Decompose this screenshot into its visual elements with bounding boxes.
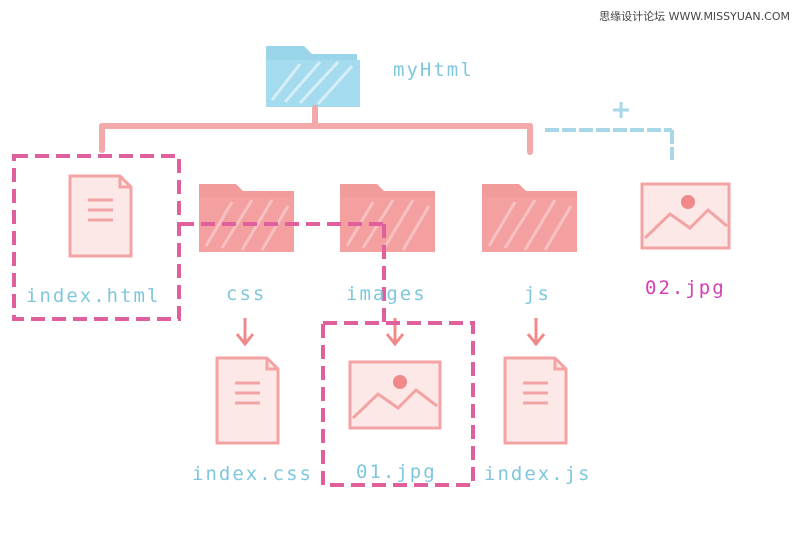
document-icon <box>503 356 568 445</box>
folder-icon <box>199 184 294 252</box>
folder-label-js: js <box>524 283 551 305</box>
image-icon <box>640 182 731 250</box>
folder-label-images: images <box>346 283 427 305</box>
folder-icon <box>340 184 435 252</box>
plus-icon <box>613 102 629 118</box>
image-icon <box>348 360 442 430</box>
file-label-index-js: index.js <box>484 463 592 485</box>
folder-icon <box>482 184 577 252</box>
dashed-highlight <box>12 154 475 487</box>
arrow-down-icon <box>526 318 546 347</box>
added-connector-line <box>545 128 674 160</box>
file-label-index-css: index.css <box>192 463 313 485</box>
file-label-index-html: index.html <box>26 285 161 307</box>
arrow-down-icon <box>235 318 255 347</box>
file-label-01-jpg: 01.jpg <box>356 461 437 483</box>
root-folder-label: myHtml <box>393 59 474 81</box>
document-icon <box>215 356 280 445</box>
tree-connector-lines <box>99 105 533 155</box>
document-icon <box>68 174 133 258</box>
site-watermark: 思缘设计论坛 WWW.MISSYUAN.COM <box>599 10 790 23</box>
file-label-02-jpg: 02.jpg <box>645 277 726 299</box>
root-folder-icon <box>266 46 360 107</box>
folder-label-css: css <box>226 283 267 305</box>
